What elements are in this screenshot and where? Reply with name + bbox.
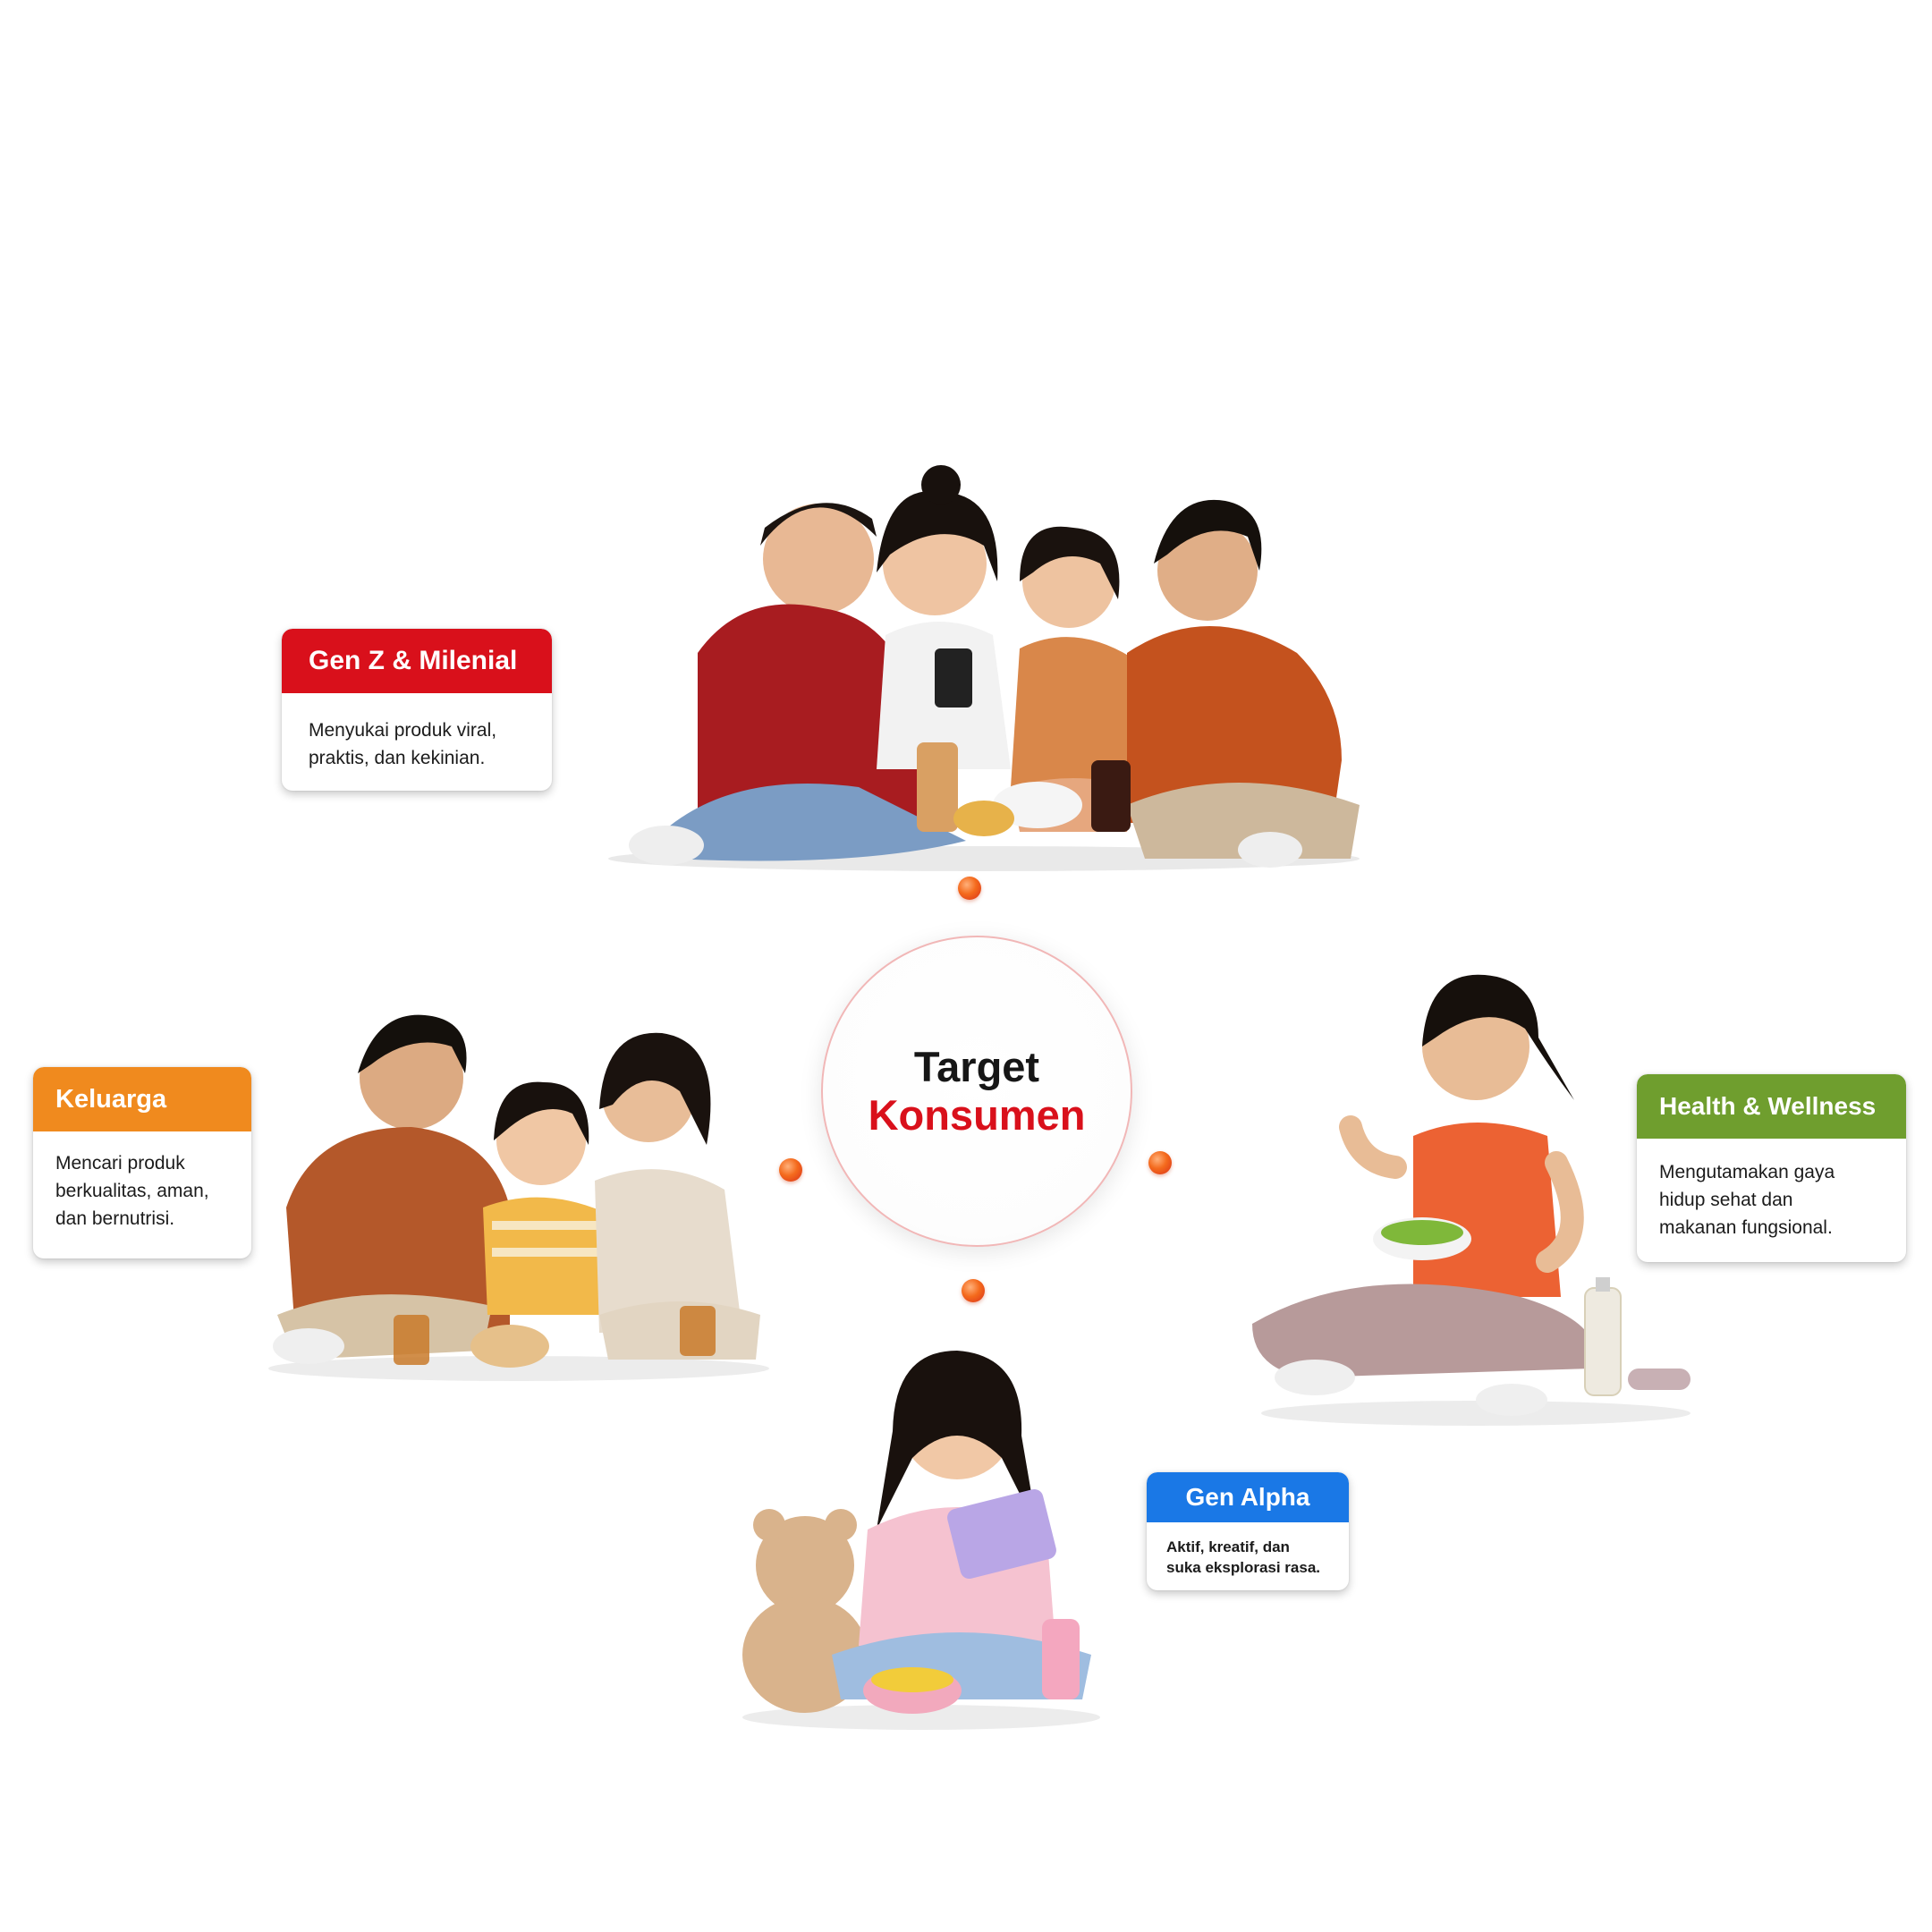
genalpha-girl-photo [733,1324,1109,1735]
card-keluarga: Keluarga Mencari produk berkualitas, ama… [33,1067,251,1258]
card-health-text-line: Mengutamakan gaya [1659,1162,1835,1182]
card-genalpha-title: Gen Alpha [1185,1483,1310,1511]
card-keluarga-text-line: Mencari produk [55,1153,185,1174]
card-health-header: Health & Wellness [1637,1074,1906,1139]
card-keluarga-text-line: dan bernutrisi. [55,1208,175,1229]
target-konsumen-circle: Target Konsumen [821,936,1132,1247]
card-genalpha-header: Gen Alpha [1147,1472,1349,1522]
card-gen-alpha: Gen Alpha Aktif, kreatif, dan suka ekspl… [1147,1472,1349,1590]
dot-icon-right [1148,1151,1172,1174]
dot-icon-top [958,877,981,900]
genz-group-photo [590,465,1395,877]
card-genalpha-text-line: Aktif, kreatif, dan [1166,1538,1290,1555]
card-keluarga-title: Keluarga [55,1084,167,1114]
card-genz-text-line: praktis, dan kekinian. [309,748,486,768]
card-keluarga-text-line: berkualitas, aman, [55,1181,209,1201]
center-title-line2: Konsumen [868,1091,1086,1139]
dot-icon-bottom [962,1279,985,1302]
card-health-text-line: makanan fungsional. [1659,1217,1833,1238]
card-keluarga-header: Keluarga [33,1067,251,1131]
dot-icon-left [779,1158,802,1182]
card-genz-title: Gen Z & Milenial [309,646,518,675]
card-genalpha-text-line: suka eksplorasi rasa. [1166,1559,1321,1576]
center-title-line1: Target [913,1043,1040,1090]
card-genz-header: Gen Z & Milenial [282,629,552,693]
card-genz-text-line: Menyukai produk viral, [309,720,497,741]
card-health-wellness: Health & Wellness Mengutamakan gaya hidu… [1637,1074,1906,1262]
keluarga-family-photo [259,993,778,1386]
card-health-title: Health & Wellness [1659,1092,1877,1120]
health-woman-photo [1252,948,1717,1431]
card-genz-milenial: Gen Z & Milenial Menyukai produk viral, … [282,629,552,791]
card-health-text-line: hidup sehat dan [1659,1190,1793,1210]
